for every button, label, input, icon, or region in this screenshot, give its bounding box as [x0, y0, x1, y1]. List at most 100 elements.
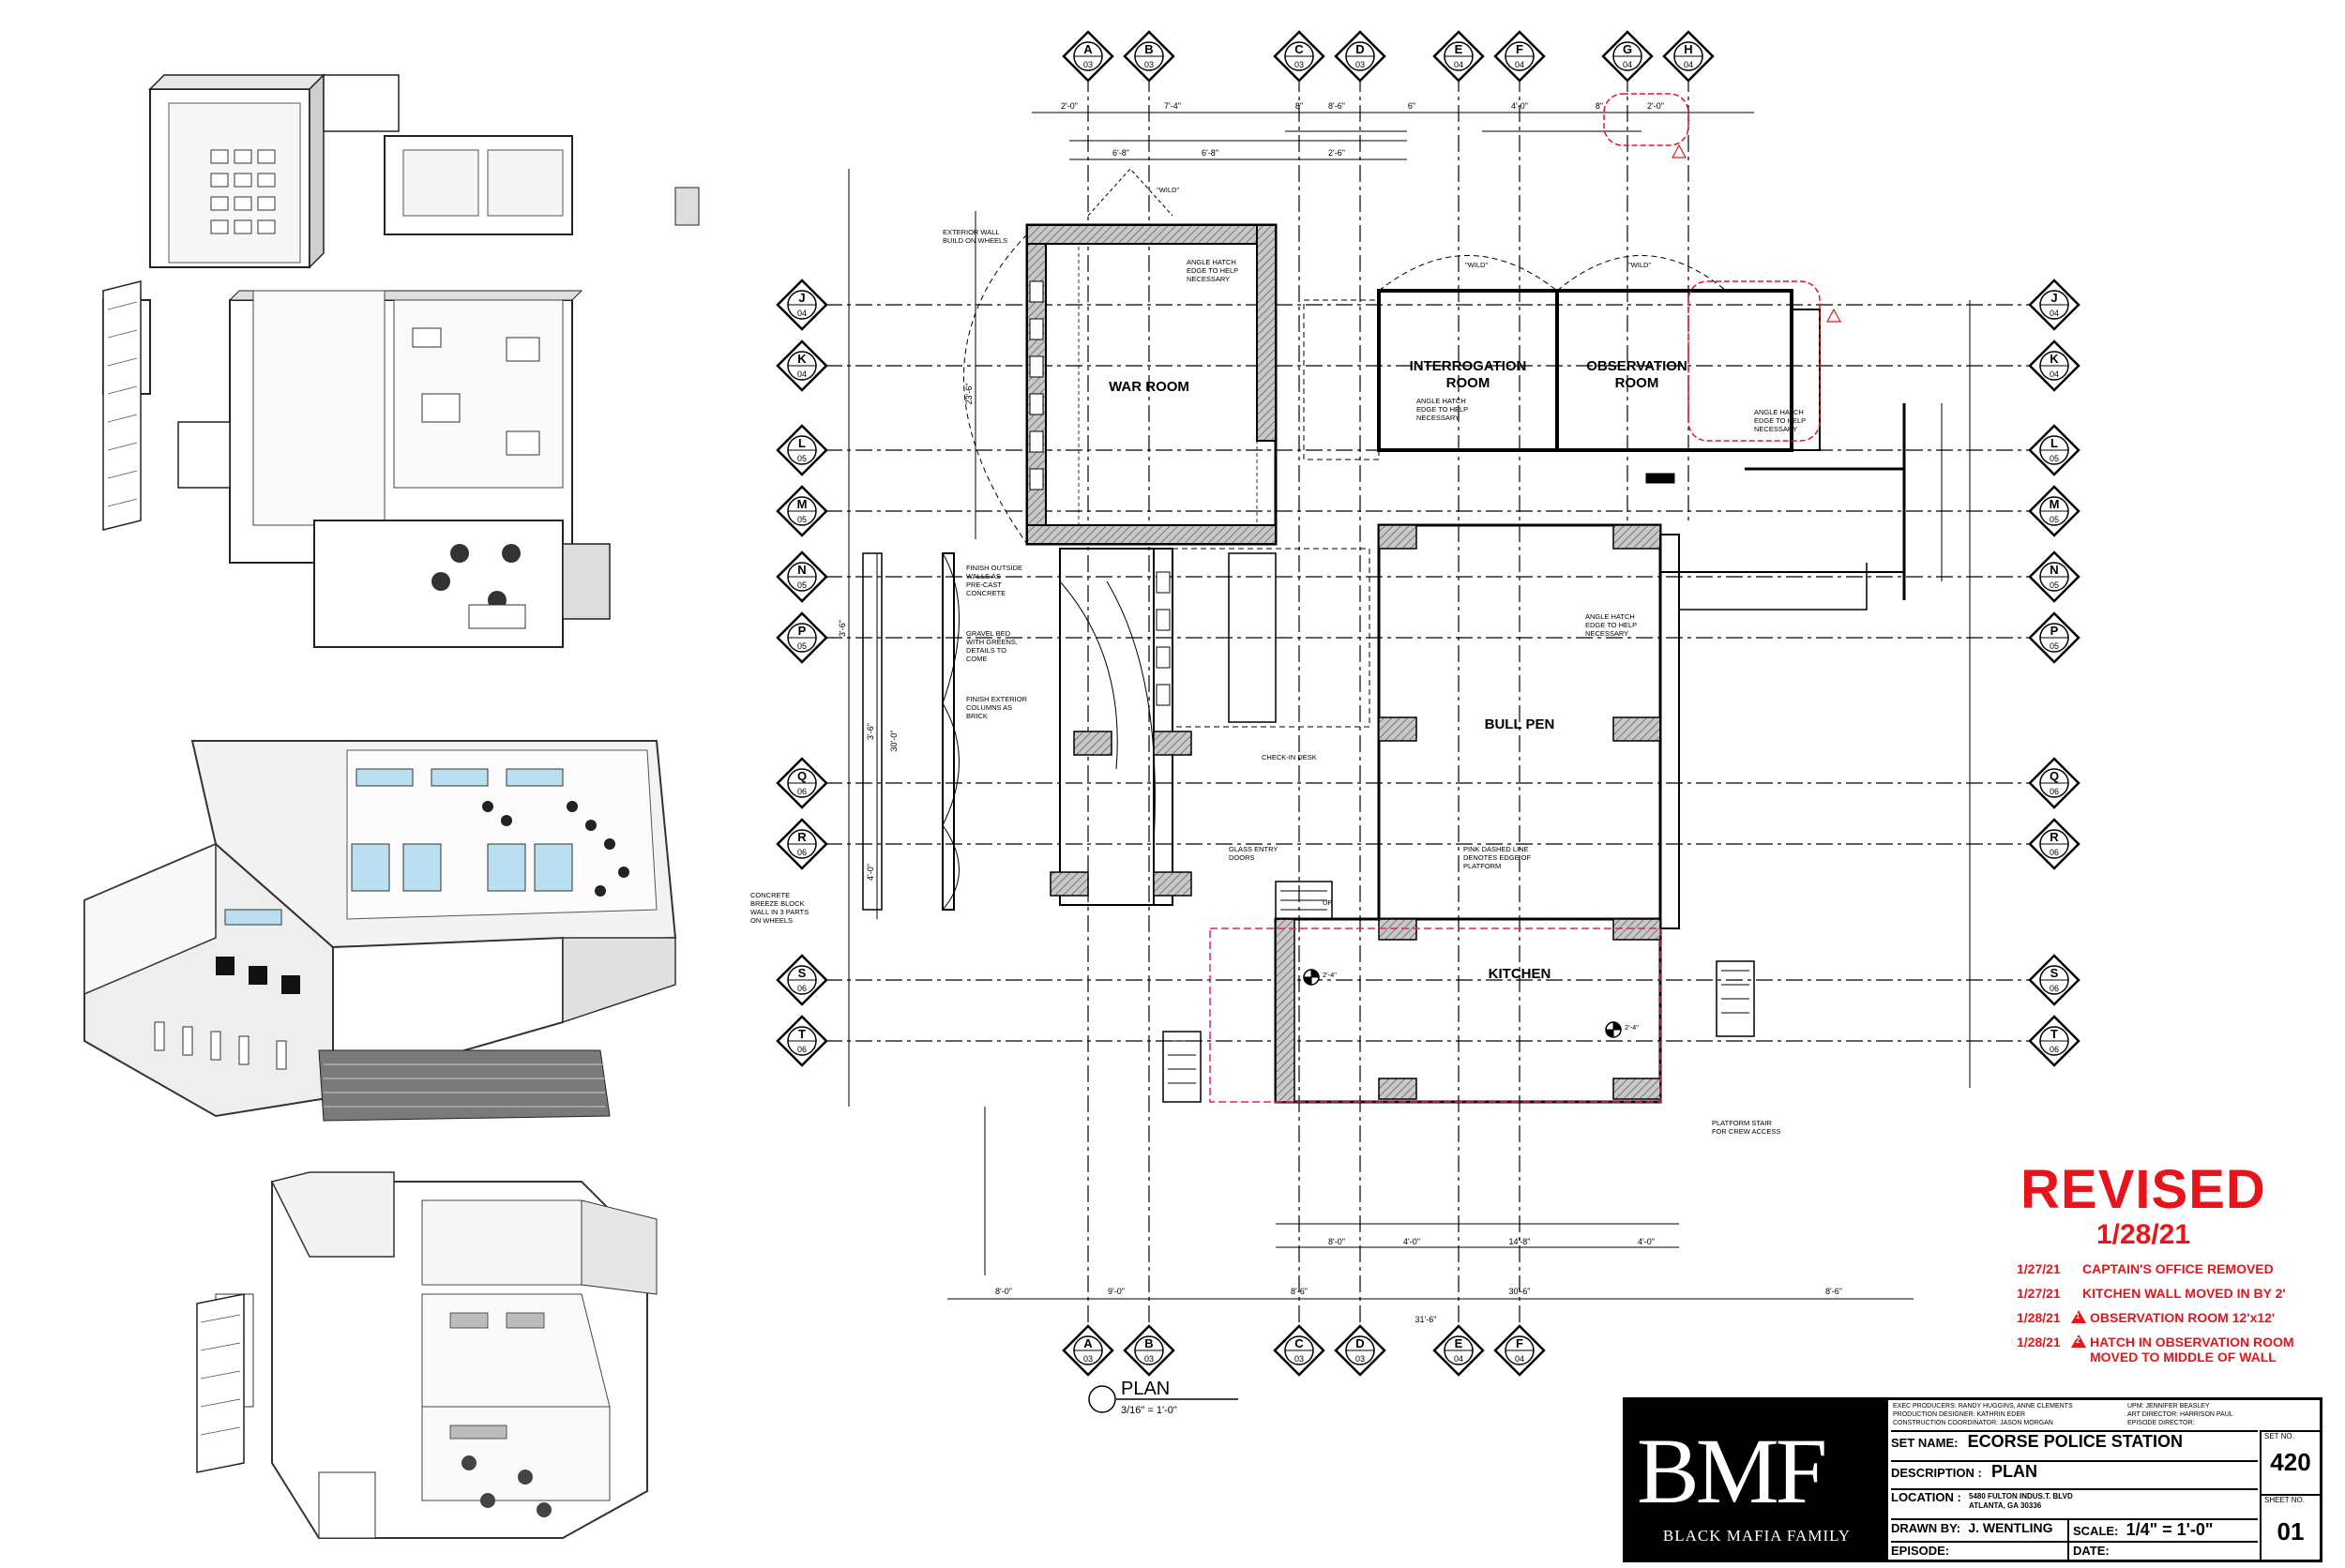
note-check-in: CHECK-IN DESK	[1262, 753, 1317, 761]
grid-sheet-ref: 04	[2050, 369, 2059, 379]
logo-subtext: BLACK MAFIA FAMILY	[1662, 1527, 1852, 1545]
grid-sheet-ref: 05	[797, 641, 807, 651]
wild-label-2: "WILD"	[1628, 261, 1651, 269]
dimension-labels: 2'-0"7'-4"8"8'-6"6"4'-0"8"2'-0"6'-8"6'-8…	[838, 101, 1842, 1324]
grid-letter: T	[2050, 1027, 2058, 1041]
dim-top2-1: 6'-8"	[1202, 148, 1218, 158]
grid-sheet-ref: 05	[2050, 454, 2059, 463]
dim-left-3: 30'-0"	[889, 731, 899, 752]
grid-sheet-ref: 06	[797, 787, 807, 796]
sheet-no: 01	[2277, 1517, 2305, 1545]
grid-bubble-right-r: R06	[2028, 818, 2080, 870]
stair-up-label: UP	[1323, 898, 1332, 907]
revision-date: 1/28/21	[2095, 1219, 2191, 1250]
grid-sheet-ref: 03	[1083, 60, 1093, 69]
dim-top2-2: 2'-6"	[1328, 148, 1345, 158]
grid-bubble-left-j: J04	[776, 279, 828, 331]
elev-mark-2: 2'-4"	[1625, 1023, 1639, 1032]
grid-sheet-ref: 06	[2050, 848, 2059, 857]
grid-bubble-left-r: R06	[776, 818, 828, 870]
grid-sheet-ref: 04	[797, 309, 807, 318]
set-no: 420	[2270, 1448, 2311, 1476]
grid-bubble-top-b: B03	[1123, 30, 1175, 83]
grid-letter: J	[2050, 291, 2057, 305]
dim-bottom-2: 8'-6"	[1291, 1287, 1308, 1296]
revision-item-date: 1/27/21	[2017, 1286, 2061, 1301]
grid-bubble-top-g: G04	[1601, 30, 1654, 83]
revision-item-text: OBSERVATION ROOM 12'x12'	[2090, 1310, 2276, 1325]
grid-letter: N	[2050, 563, 2058, 577]
credit-line: EPISODE DIRECTOR:	[2127, 1420, 2195, 1426]
dim-bottom-0: 8'-0"	[995, 1287, 1012, 1296]
grid-letter: P	[798, 624, 807, 638]
grid-bubble-bottom-f: F04	[1493, 1324, 1546, 1377]
revision-item-date: 1/28/21	[2017, 1310, 2061, 1325]
elev-mark-1: 2'-4"	[1323, 971, 1337, 979]
grid-sheet-ref: 03	[1355, 60, 1365, 69]
dim-bottom2-1: 4'-0"	[1403, 1237, 1420, 1246]
grid-letter: M	[797, 497, 808, 511]
dim-top-0: 2'-0"	[1061, 101, 1078, 111]
dim-top-1: 7'-4"	[1164, 101, 1181, 111]
grid-sheet-ref: 03	[1083, 1354, 1093, 1364]
episode-row: EPISODE: DATE:	[1891, 1541, 2258, 1560]
revision-item-text: HATCH IN OBSERVATION ROOM MOVED TO MIDDL…	[2090, 1334, 2294, 1364]
grid-bubble-top-d: D03	[1334, 30, 1386, 83]
dim-top-7: 2'-0"	[1647, 101, 1664, 111]
logo-text: BMF	[1637, 1419, 1827, 1523]
grid-letter: G	[1623, 42, 1632, 56]
grid-sheet-ref: 04	[797, 369, 807, 379]
grid-letter: E	[1455, 1336, 1463, 1350]
grid-sheet-ref: 06	[797, 1045, 807, 1054]
dim-left-1: 3'-6"	[838, 620, 847, 637]
grid-bubble-left-k: K 04	[776, 339, 828, 392]
grid-sheet-ref: 06	[2050, 1045, 2059, 1054]
grid-sheet-ref: 05	[2050, 580, 2059, 590]
grid-sheet-ref: 06	[2050, 984, 2059, 993]
grid-letter: Q	[797, 769, 807, 783]
grid-sheet-ref: 04	[2050, 309, 2059, 318]
grid-sheet-ref: 04	[1454, 1354, 1463, 1364]
revision-item: 1/28/21HATCH IN OBSERVATION ROOM MOVED T…	[2017, 1334, 2326, 1364]
dim-left-2: 3'-6"	[866, 723, 875, 740]
dim-top-5: 4'-0"	[1511, 101, 1528, 111]
plan-title: PLAN	[1121, 1379, 1170, 1399]
grid-bubble-left-m: M05	[776, 485, 828, 537]
grid-letter: C	[1294, 42, 1304, 56]
grid-letter: F	[1516, 1336, 1523, 1350]
grid-letter: S	[798, 966, 807, 980]
grid-bubble-right-p: P05	[2028, 611, 2080, 664]
location-row: LOCATION : 5480 FULTON INDUS.T. BLVD ATL…	[1891, 1488, 2258, 1518]
grid-letter: S	[2050, 966, 2059, 980]
description-row: DESCRIPTION : PLAN	[1891, 1460, 2258, 1488]
grid-letter: N	[797, 563, 806, 577]
dim-top2-0: 6'-8"	[1112, 148, 1129, 158]
grid-sheet-ref: 03	[1294, 1354, 1304, 1364]
dim-bottom2-3: 4'-0"	[1638, 1237, 1655, 1246]
grid-letter: P	[2050, 624, 2059, 638]
sheet-no-box: SHEET NO. 01	[2260, 1494, 2320, 1561]
dim-top-6: 8"	[1596, 101, 1603, 111]
grid-sheet-ref: 03	[1294, 60, 1304, 69]
grid-letter: M	[2050, 497, 2060, 511]
scale: 1/4" = 1'-0"	[2126, 1520, 2214, 1539]
grid-letter: K	[797, 352, 807, 366]
grid-bubble-right-s: S 06	[2028, 954, 2080, 1006]
grid-bubble-right-l: L05	[2028, 424, 2080, 476]
title-block: BMF BLACK MAFIA FAMILY EXEC PRODUCERS: R…	[1623, 1397, 2322, 1562]
dim-bottom-total: 31'-6"	[1415, 1315, 1437, 1324]
grid-letter: B	[1144, 42, 1153, 56]
iso-view-middle	[83, 740, 677, 1122]
